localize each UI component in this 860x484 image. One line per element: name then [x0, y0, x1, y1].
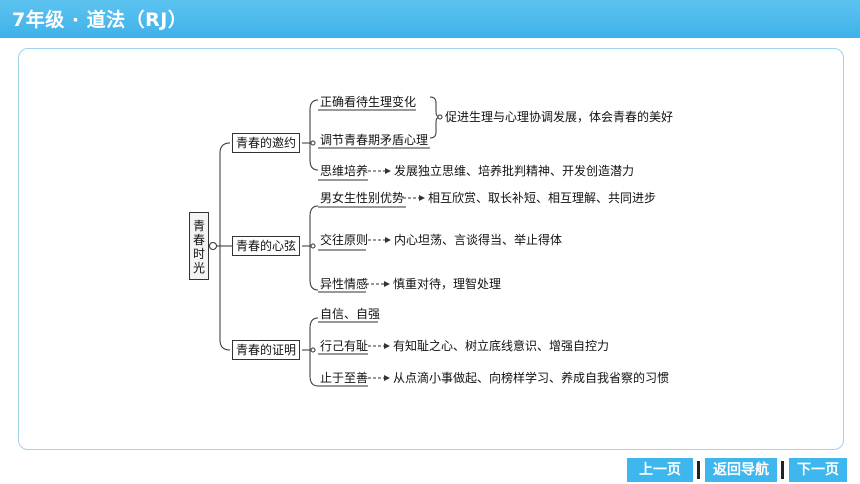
branch-node: 青春的邀约 [232, 133, 300, 153]
leaf-result: 发展独立思维、培养批判精神、开发创造潜力 [394, 164, 635, 178]
leaf-label: 交往原则 [320, 233, 369, 247]
nav-divider [697, 461, 700, 479]
header-bar: 7年级 · 道法（RJ） [0, 0, 860, 38]
leaf-result: 从点滴小事做起、向榜样学习、养成自我省察的习惯 [393, 371, 670, 385]
leaf-result: 相互欣赏、取长补短、相互理解、共同进步 [428, 191, 657, 205]
root-node: 青 春 时 光 [189, 212, 209, 280]
page-title: 7年级 · 道法（RJ） [12, 9, 188, 31]
leaf-label: 止于至善 [320, 371, 369, 385]
leaf-result: 有知耻之心、树立底线意识、增强自控力 [393, 339, 610, 353]
leaf-label: 思维培养 [320, 164, 369, 178]
leaf-label: 异性情感 [320, 277, 369, 291]
prev-page-button[interactable]: 上一页 [627, 458, 693, 482]
leaf-label: 正确看待生理变化 [320, 95, 417, 109]
leaf-label: 行己有耻 [320, 339, 369, 353]
branch-node: 青春的证明 [232, 340, 300, 360]
leaf-result: 内心坦荡、言谈得当、举止得体 [394, 233, 563, 247]
branch-node: 青春的心弦 [232, 236, 300, 256]
leaf-label: 调节青春期矛盾心理 [320, 133, 429, 147]
root-char: 光 [192, 261, 205, 275]
leaf-label: 男女生性别优势 [320, 191, 405, 205]
root-char: 时 [192, 247, 205, 261]
leaf-label: 自信、自强 [320, 307, 381, 321]
root-char: 青 [192, 219, 205, 233]
back-to-nav-button[interactable]: 返回导航 [705, 458, 777, 482]
nav-divider [781, 461, 784, 479]
leaf-result: 促进生理与心理协调发展，体会青春的美好 [445, 110, 674, 124]
root-char: 春 [192, 233, 205, 247]
leaf-result: 慎重对待，理智处理 [393, 277, 502, 291]
next-page-button[interactable]: 下一页 [789, 458, 847, 482]
content-card [18, 48, 844, 450]
